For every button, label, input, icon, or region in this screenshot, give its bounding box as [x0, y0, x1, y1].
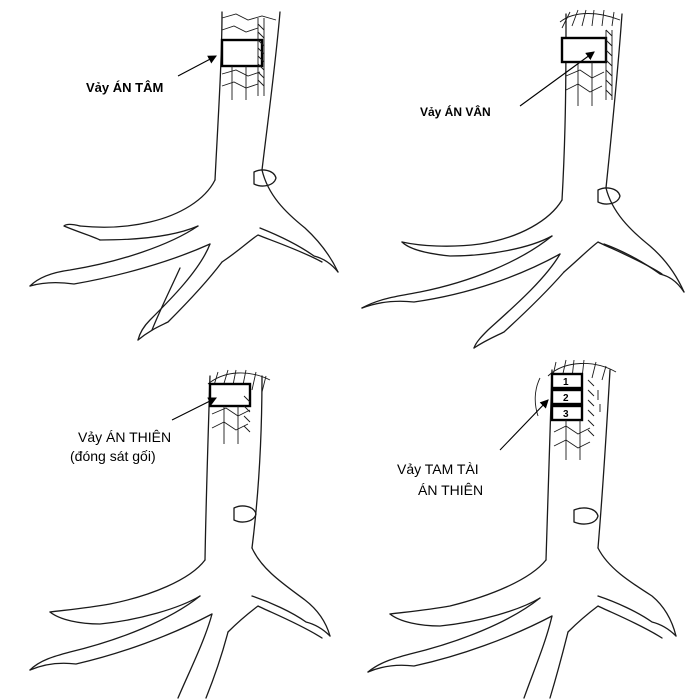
scales-an-tam — [220, 13, 277, 100]
scales-an-van — [559, 9, 621, 106]
label-tam-tai-line-1: Vảy TAM TÀI — [397, 461, 479, 477]
label-an-van: Vảy ÁN VÂN — [420, 105, 491, 119]
label-an-thien-line-1: Vảy ÁN THIÊN — [78, 429, 172, 445]
scales-an-thien — [207, 369, 271, 444]
foot-an-tam — [29, 11, 339, 341]
scale-band-number-3: 3 — [563, 409, 569, 420]
foot-tam-tai — [367, 369, 677, 699]
label-an-thien-line-2: (đóng sát gối) — [70, 448, 156, 464]
foot-an-van — [361, 13, 685, 349]
panel-tam-tai-drawing: 1 2 3 — [367, 359, 677, 699]
label-an-tam: Vảy ÁN TÂM — [86, 80, 164, 95]
panel-an-tam-drawing — [29, 11, 339, 341]
panel-an-thien-drawing — [29, 369, 331, 699]
scales-tam-tai — [534, 359, 617, 460]
label-tam-tai-line-2: ÁN THIÊN — [418, 482, 484, 498]
scale-band-number-2: 2 — [563, 393, 569, 404]
panel-an-van-drawing — [361, 9, 685, 349]
scale-band-number-1: 1 — [563, 377, 569, 388]
foot-an-thien — [29, 375, 331, 699]
